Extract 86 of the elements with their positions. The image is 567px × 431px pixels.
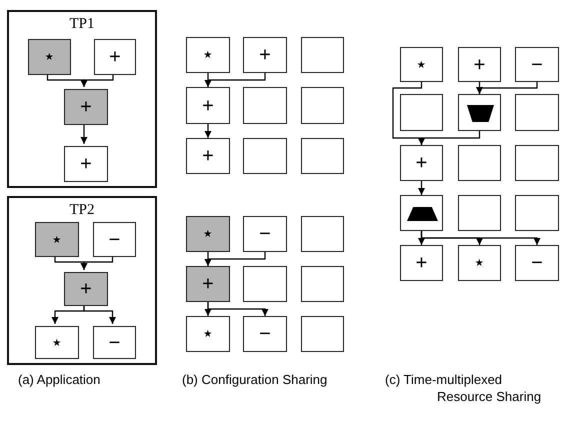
empty-slot <box>515 145 559 181</box>
empty-slot <box>515 94 559 131</box>
operator-symbol: ⋆ <box>473 253 486 273</box>
operator-symbol: − <box>259 324 271 344</box>
empty-slot <box>400 94 443 131</box>
operator-symbol: ⋆ <box>202 324 214 344</box>
task-label: TP2 <box>68 202 96 219</box>
arrow <box>476 82 538 94</box>
operator-symbol: + <box>259 45 271 65</box>
operator-symbol: ⋆ <box>50 230 64 250</box>
operator-symbol: + <box>202 96 214 116</box>
arrow <box>420 231 540 245</box>
operation-box <box>64 146 108 182</box>
empty-slot <box>301 216 344 252</box>
empty-slot <box>400 195 443 231</box>
operator-symbol: + <box>416 153 428 173</box>
operator-symbol: ⋆ <box>415 54 428 74</box>
figure-caption: (b) Configuration Sharing <box>182 371 328 388</box>
operator-symbol: ⋆ <box>202 224 214 244</box>
empty-slot <box>458 145 501 181</box>
operator-symbol: + <box>416 253 428 273</box>
operation-box <box>243 216 287 252</box>
arrow <box>83 304 116 324</box>
operation-box <box>515 47 559 82</box>
task-label: TP1 <box>68 16 96 33</box>
figure-caption: (a) Application <box>18 371 102 388</box>
task-panel <box>7 196 157 365</box>
operation-box <box>186 37 230 73</box>
empty-slot <box>301 37 344 73</box>
operator-symbol: − <box>531 253 543 273</box>
operator-symbol: − <box>531 54 543 74</box>
operation-box <box>186 266 230 302</box>
operator-symbol: + <box>474 54 486 74</box>
operation-box <box>400 245 443 281</box>
arrow <box>80 123 88 144</box>
operator-symbol: + <box>80 279 92 299</box>
operation-box <box>35 326 79 359</box>
operation-box <box>243 37 287 73</box>
operation-box <box>186 316 230 352</box>
empty-slot <box>301 138 344 174</box>
operation-box <box>515 245 559 281</box>
empty-slot <box>301 87 344 124</box>
operation-box <box>93 326 136 359</box>
arrow <box>207 302 268 316</box>
operator-symbol: ⋆ <box>202 45 214 65</box>
operator-symbol: + <box>109 47 121 67</box>
empty-slot <box>515 195 559 231</box>
operation-box <box>458 47 501 82</box>
operator-symbol: + <box>202 146 214 166</box>
operation-box <box>93 222 136 257</box>
arrow <box>418 181 425 195</box>
operator-symbol: + <box>202 274 214 294</box>
arrow <box>80 73 114 87</box>
empty-slot <box>243 266 287 302</box>
arrow <box>418 131 480 145</box>
operation-box <box>243 316 287 352</box>
operation-box <box>64 272 108 306</box>
arrow <box>204 252 266 266</box>
empty-slot <box>243 87 287 124</box>
operator-symbol: − <box>259 224 271 244</box>
operation-box <box>64 89 108 125</box>
operator-symbol: ⋆ <box>50 332 64 352</box>
operation-box <box>35 222 79 257</box>
operator-symbol: + <box>80 154 92 174</box>
empty-slot <box>301 266 344 302</box>
operation-box <box>400 47 443 82</box>
operation-box <box>186 216 230 252</box>
empty-slot <box>458 94 501 131</box>
operation-box <box>28 39 71 75</box>
figure-caption: (c) Time-multiplexed Resource Sharing <box>385 371 542 405</box>
task-panel <box>7 10 157 188</box>
arrow <box>204 73 266 87</box>
operation-box <box>186 87 230 124</box>
operation-box <box>400 145 443 181</box>
operation-box <box>458 245 501 281</box>
operator-symbol: + <box>80 97 92 117</box>
operator-symbol: − <box>108 230 120 250</box>
operator-symbol: ⋆ <box>43 47 56 67</box>
operation-box <box>186 138 230 174</box>
operator-symbol: − <box>108 332 120 352</box>
arrow <box>80 255 114 270</box>
operation-box <box>94 39 136 75</box>
empty-slot <box>243 138 287 174</box>
empty-slot <box>301 316 344 352</box>
arrow <box>204 124 212 138</box>
empty-slot <box>458 195 501 231</box>
